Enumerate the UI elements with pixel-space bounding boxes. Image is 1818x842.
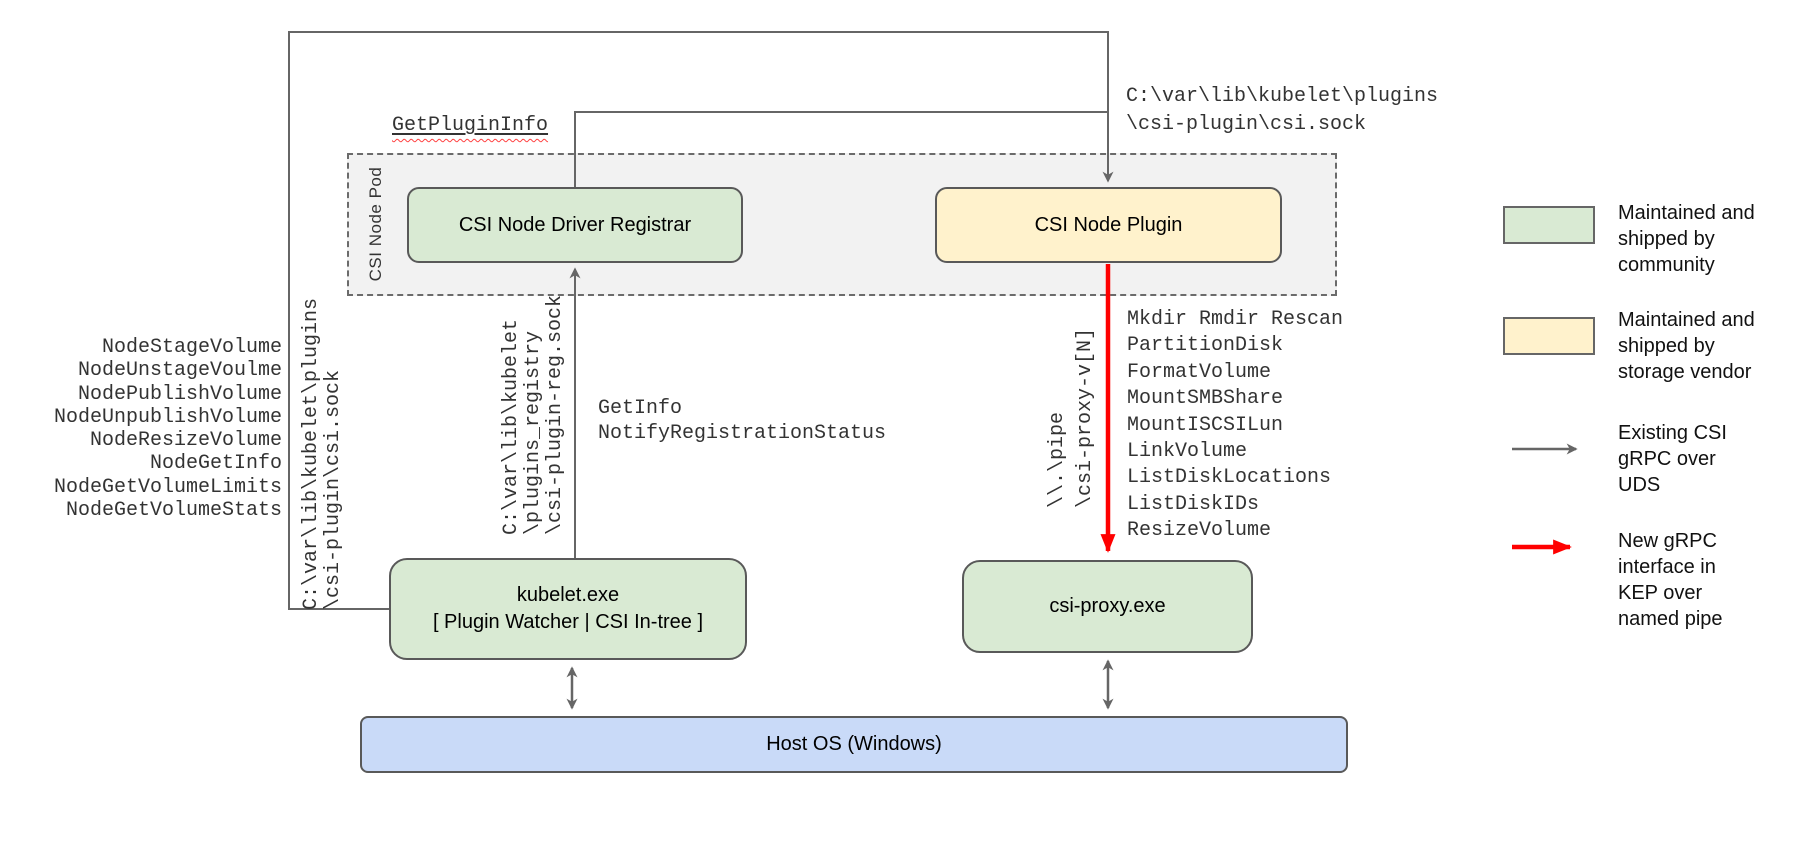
named-pipe-path-line2: \csi-proxy-v[N] xyxy=(1074,328,1097,508)
csi-proxy-label: csi-proxy.exe xyxy=(1049,595,1166,617)
registration-call-list: GetInfo NotifyRegistrationStatus xyxy=(598,397,887,445)
legend-community-text: Maintained and shipped by community xyxy=(1618,202,1755,276)
get-plugin-info-text: GetPluginInfo xyxy=(392,114,549,137)
csi-proxy-box: csi-proxy.exe xyxy=(962,560,1253,653)
kubelet-label-line1: kubelet.exe xyxy=(516,584,620,606)
legend-community-swatch xyxy=(1503,206,1595,244)
reg-sock-path-line3: \csi-plugin-reg.sock xyxy=(544,295,567,535)
host-os-label: Host OS (Windows) xyxy=(766,733,942,755)
legend-vendor-swatch xyxy=(1503,317,1595,355)
named-pipe-path-line1: \\.\pipe xyxy=(1046,412,1069,508)
host-os-box: Host OS (Windows) xyxy=(360,716,1348,773)
legend-uds-arrow-text: Existing CSI gRPC over UDS xyxy=(1618,422,1727,496)
csi-node-driver-registrar-label: CSI Node Driver Registrar xyxy=(458,213,692,236)
kubelet-label-line2: [ Plugin Watcher | CSI In-tree ] xyxy=(432,611,704,633)
reg-sock-path-line1: C:\var\lib\kubelet xyxy=(500,319,523,535)
csi-sock-path-left-line2: \csi-plugin\csi.sock xyxy=(322,370,345,610)
kubelet-box: kubelet.exe [ Plugin Watcher | CSI In-tr… xyxy=(389,558,747,660)
get-plugin-info-label: GetPluginInfo xyxy=(392,114,548,137)
csi-node-plugin-label: CSI Node Plugin xyxy=(1034,213,1183,236)
csi-node-driver-registrar-box: CSI Node Driver Registrar xyxy=(407,187,743,263)
legend-namedpipe-arrow-text: New gRPC interface in KEP over named pip… xyxy=(1618,530,1723,630)
node-rpc-call-list: NodeStageVolume NodeUnstageVoulme NodePu… xyxy=(53,336,282,523)
reg-sock-path-line2: \plugins_registry xyxy=(522,331,545,535)
csi-node-plugin-box: CSI Node Plugin xyxy=(935,187,1282,263)
csi-proxy-api-call-list: Mkdir Rmdir Rescan PartitionDisk FormatV… xyxy=(1127,308,1344,543)
csi-sock-path-left-line1: C:\var\lib\kubelet\plugins xyxy=(300,298,323,610)
csi-sock-path-label-top: C:\var\lib\kubelet\plugins \csi-plugin\c… xyxy=(1126,85,1439,136)
legend-vendor-text: Maintained and shipped by storage vendor xyxy=(1618,309,1755,383)
